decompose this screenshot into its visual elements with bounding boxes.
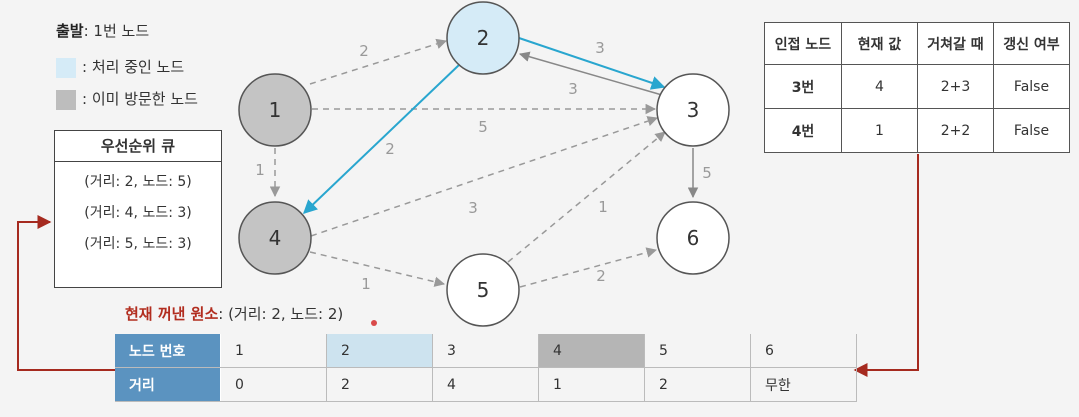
distance-table-node-row: 노드 번호 1 2 3 4 5 6 xyxy=(115,334,857,368)
edge-4-3 xyxy=(310,116,658,237)
node-2-label: 2 xyxy=(477,26,490,50)
relax-table-header: 인접 노드 현재 값 거쳐갈 때 갱신 여부 xyxy=(764,22,1070,65)
legend-processing: : 처리 중인 노드 xyxy=(56,56,184,78)
relax-header-cell: 갱신 여부 xyxy=(993,22,1070,65)
edge-3-2 xyxy=(518,51,663,96)
node-4: 4 xyxy=(238,201,312,275)
current-popped: 현재 꺼낸 원소: (거리: 2, 노드: 2) xyxy=(125,303,343,324)
legend-start-value: : 1번 노드 xyxy=(83,22,150,40)
queue-feedback-arrow xyxy=(17,215,115,371)
relax-cell: 2+3 xyxy=(917,64,994,109)
weight-4-5: 1 xyxy=(361,275,371,293)
weight-2-4: 2 xyxy=(385,140,395,158)
distance-table: 노드 번호 1 2 3 4 5 6 거리 0 2 4 1 2 무한 xyxy=(115,334,857,402)
legend-processing-label: : 처리 중인 노드 xyxy=(82,58,185,76)
edge-2-4 xyxy=(302,63,461,214)
weight-2-3: 3 xyxy=(595,39,605,57)
weight-4-3: 3 xyxy=(468,199,478,217)
distance-cell: 무한 xyxy=(750,367,857,402)
relax-cell: 1 xyxy=(841,108,918,153)
distance-cell: 4 xyxy=(432,367,539,402)
node-number-cell: 3 xyxy=(432,334,539,368)
relax-cell: 4번 xyxy=(764,108,842,153)
node-number-cell: 1 xyxy=(220,334,327,368)
distance-cell: 1 xyxy=(538,367,645,402)
node-6-label: 6 xyxy=(687,226,700,250)
node-6: 6 xyxy=(656,201,730,275)
legend-visited: : 이미 방문한 노드 xyxy=(56,88,198,110)
relax-cell: False xyxy=(993,108,1070,153)
node-5: 5 xyxy=(446,253,520,327)
node-number-cell: 4 xyxy=(538,334,645,368)
edge-1-2 xyxy=(309,38,448,85)
relax-header-cell: 인접 노드 xyxy=(764,22,842,65)
node-number-cell: 2 xyxy=(326,334,433,368)
weight-1-4: 1 xyxy=(255,161,265,179)
distance-cell: 2 xyxy=(326,367,433,402)
legend-start-label: 출발 xyxy=(56,22,84,40)
legend-start: 출발: 1번 노드 xyxy=(56,20,149,41)
queue-item: (거리: 5, 노드: 3) xyxy=(84,236,192,252)
visited-swatch xyxy=(56,89,76,110)
weight-3-2: 3 xyxy=(568,80,578,98)
relax-header-cell: 거쳐갈 때 xyxy=(917,22,994,65)
relax-table-row: 3번 4 2+3 False xyxy=(764,64,1070,109)
node-number-cell: 5 xyxy=(644,334,751,368)
distance-cell: 2 xyxy=(644,367,751,402)
table-feedback-arrow xyxy=(853,154,919,377)
relax-cell: 4 xyxy=(841,64,918,109)
relax-cell: 2+2 xyxy=(917,108,994,153)
node-number-header: 노드 번호 xyxy=(115,334,221,368)
node-2: 2 xyxy=(446,1,520,75)
edge-5-6 xyxy=(519,247,658,288)
edge-2-3 xyxy=(518,37,666,90)
priority-queue: 우선순위 큐 (거리: 2, 노드: 5) (거리: 4, 노드: 3) (거리… xyxy=(54,130,222,288)
current-popped-label: 현재 꺼낸 원소 xyxy=(125,305,219,323)
edge-4-5 xyxy=(309,251,446,287)
node-3: 3 xyxy=(656,73,730,147)
distance-header: 거리 xyxy=(115,367,221,402)
queue-item: (거리: 2, 노드: 5) xyxy=(84,174,192,190)
node-number-cell: 6 xyxy=(750,334,857,368)
node-3-label: 3 xyxy=(687,98,700,122)
relax-cell: False xyxy=(993,64,1070,109)
edge-5-3 xyxy=(507,131,666,263)
current-popped-value: : (거리: 2, 노드: 2) xyxy=(218,305,344,323)
legend-visited-label: : 이미 방문한 노드 xyxy=(82,90,198,108)
processing-swatch xyxy=(56,57,76,78)
distance-cell: 0 xyxy=(220,367,327,402)
weight-1-2: 2 xyxy=(359,42,369,60)
queue-item: (거리: 4, 노드: 3) xyxy=(84,205,192,221)
relax-table: 인접 노드 현재 값 거쳐갈 때 갱신 여부 3번 4 2+3 False 4번… xyxy=(764,22,1070,153)
node-5-label: 5 xyxy=(477,278,490,302)
relax-cell: 3번 xyxy=(764,64,842,109)
node-1: 1 xyxy=(238,73,312,147)
relax-table-row: 4번 1 2+2 False xyxy=(764,108,1070,153)
weight-5-6: 2 xyxy=(596,267,606,285)
weight-1-3: 5 xyxy=(478,118,488,136)
node-1-label: 1 xyxy=(269,98,282,122)
relax-header-cell: 현재 값 xyxy=(841,22,918,65)
node-4-label: 4 xyxy=(269,226,282,250)
priority-queue-title: 우선순위 큐 xyxy=(55,131,221,162)
pointer-dot xyxy=(371,320,377,326)
weight-5-3: 1 xyxy=(598,198,608,216)
distance-table-distance-row: 거리 0 2 4 1 2 무한 xyxy=(115,367,857,402)
weight-3-6: 5 xyxy=(702,164,712,182)
